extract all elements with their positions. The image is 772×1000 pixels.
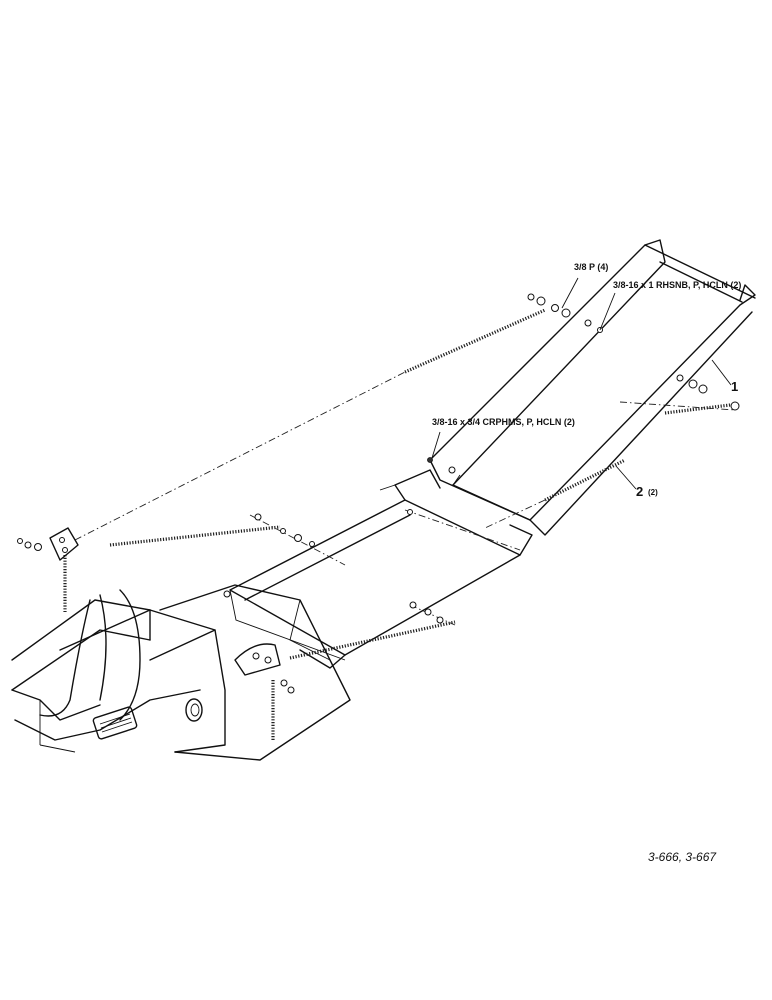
short-bolt-callout: 3/8-16 x 3/4 CRPHMS, P, HCLN (2) [432, 417, 575, 427]
washer-callout: 3/8 P (4) [574, 262, 608, 272]
lower-chute [229, 469, 533, 669]
item-1-label: 1 [731, 379, 738, 394]
trough-item-1 [429, 239, 756, 536]
figure-reference: 3-666, 3-667 [648, 850, 717, 864]
hardware [17, 293, 740, 694]
item-2-quantity: (2) [648, 488, 658, 497]
brackets [49, 527, 281, 676]
machine-frame [11, 584, 351, 761]
item-2-label: 2 [636, 484, 643, 499]
leader-lines [431, 277, 732, 490]
rods-item-2 [63, 308, 736, 740]
long-bolt-callout: 3/8-16 x 1 RHSNB, P, HCLN (2) [613, 280, 741, 290]
